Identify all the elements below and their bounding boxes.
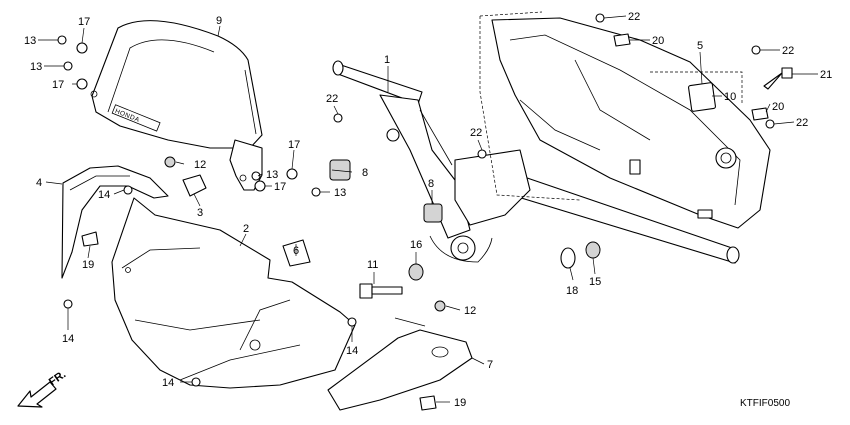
callout-17: 17: [288, 139, 300, 151]
screw: [191, 377, 201, 387]
callout-14: 14: [62, 333, 74, 345]
screw: [434, 300, 446, 312]
cover-panel: [688, 82, 716, 112]
arrow-icon: [17, 381, 57, 408]
callout-7: 7: [487, 359, 493, 371]
callout-19: 19: [454, 397, 466, 409]
callout-13: 13: [24, 35, 36, 47]
screw: [123, 185, 133, 195]
callout-12: 12: [464, 305, 476, 317]
washer: [254, 180, 266, 192]
callout-11: 11: [367, 259, 378, 271]
screw: [311, 187, 321, 197]
front-direction-arrow: FR.: [17, 368, 68, 408]
callout-22: 22: [782, 45, 794, 57]
collar: [408, 263, 424, 281]
washer: [76, 42, 88, 54]
callout-22: 22: [796, 117, 808, 129]
rubber-damper: [585, 241, 601, 259]
diagram-code: KTFIF0500: [740, 398, 790, 409]
screw: [595, 13, 605, 23]
windscreen: HONDA: [90, 20, 263, 191]
screw: [63, 299, 73, 309]
callout-5: 5: [697, 40, 703, 52]
callout-13: 13: [334, 187, 346, 199]
screw: [333, 113, 343, 123]
callout-labels: 1 2 3 4 5 6 7 8 8 9 10 11 12 12 13 13 13…: [24, 11, 832, 409]
screw: [751, 45, 761, 55]
callout-15: 15: [589, 276, 601, 288]
clip: [282, 239, 311, 267]
callout-20: 20: [652, 35, 664, 47]
side-cover: [61, 165, 169, 279]
callout-18: 18: [566, 285, 578, 297]
handlebar: [332, 60, 740, 264]
screw: [477, 149, 487, 159]
callout-22: 22: [326, 93, 338, 105]
clip: [751, 107, 769, 121]
rubber-damper: [329, 159, 351, 181]
callout-17: 17: [52, 79, 64, 91]
callout-22: 22: [470, 127, 482, 139]
bolt: [763, 67, 793, 90]
callout-17: 17: [78, 16, 90, 28]
callout-17: 17: [274, 181, 286, 193]
callout-9: 9: [216, 15, 222, 27]
clip: [182, 174, 207, 197]
screw: [765, 119, 775, 129]
clip: [81, 231, 99, 247]
callout-12: 12: [194, 159, 206, 171]
upper-handle-cover: [491, 17, 771, 229]
callout-22: 22: [628, 11, 640, 23]
screw: [164, 156, 176, 168]
washer: [286, 168, 298, 180]
bolt: [359, 283, 403, 299]
callout-2: 2: [243, 223, 249, 235]
clip: [613, 33, 631, 47]
callout-16: 16: [410, 239, 422, 251]
screw: [57, 35, 67, 45]
callout-6: 6: [293, 245, 299, 257]
rubber-damper: [423, 203, 443, 223]
callout-19: 19: [82, 259, 94, 271]
screw: [251, 171, 261, 181]
screw: [347, 317, 357, 327]
callout-13: 13: [30, 61, 42, 73]
callout-1: 1: [384, 54, 390, 66]
callout-4: 4: [36, 177, 42, 189]
callout-14: 14: [98, 189, 110, 201]
clip: [419, 395, 437, 411]
front-lower-cover: [111, 197, 356, 389]
callout-20: 20: [772, 101, 784, 113]
callout-14: 14: [162, 377, 174, 389]
collar: [560, 247, 576, 269]
callout-8: 8: [428, 178, 434, 190]
callout-13: 13: [266, 169, 278, 181]
callout-21: 21: [820, 69, 832, 81]
screw: [63, 61, 73, 71]
callout-14: 14: [346, 345, 358, 357]
callout-8: 8: [362, 167, 368, 179]
washer: [76, 78, 88, 90]
callout-3: 3: [197, 207, 203, 219]
leader-lines: [38, 15, 818, 403]
callout-10: 10: [724, 91, 736, 103]
